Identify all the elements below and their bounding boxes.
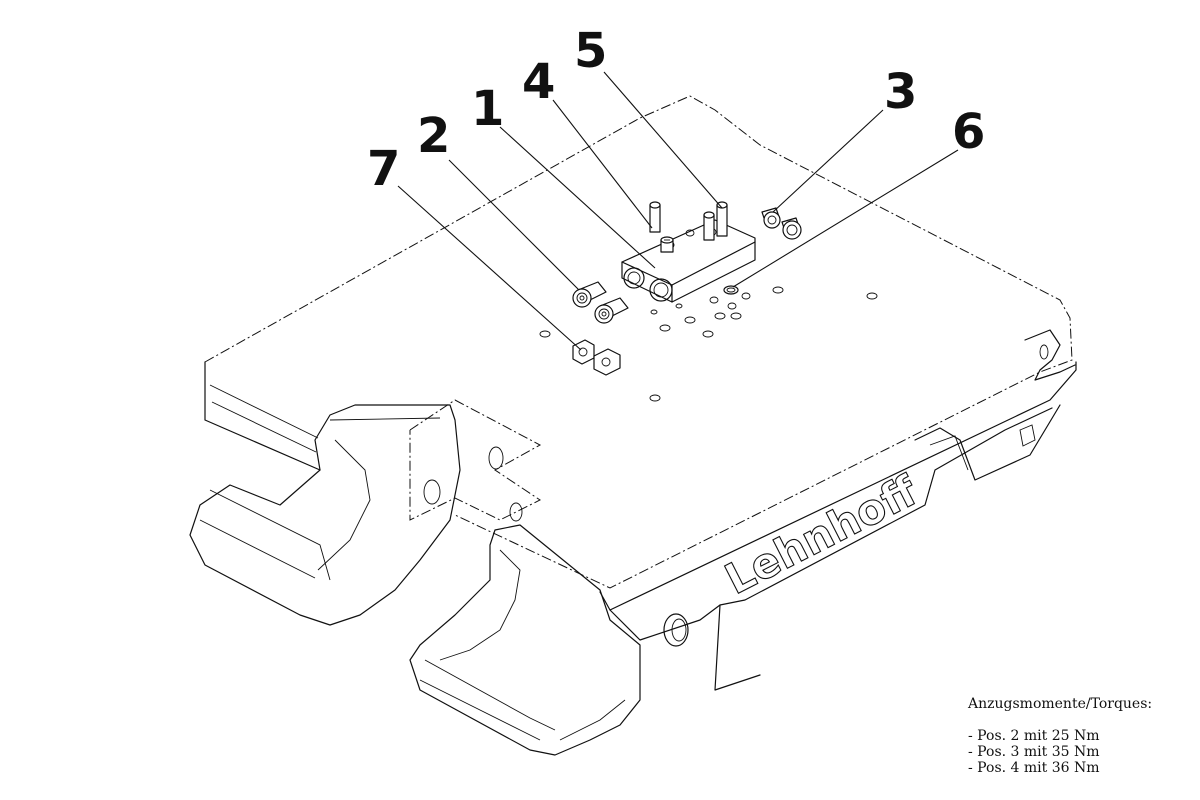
coupler-body: Lehnhoff — [189, 95, 1077, 756]
callouts: 1 2 3 4 5 6 7 — [367, 23, 985, 197]
torque-notes-title: Anzugsmomente/Torques: — [968, 696, 1153, 712]
callout-3: 3 — [884, 64, 917, 120]
side-hole — [663, 613, 689, 647]
left-hook — [189, 404, 461, 626]
nuts-pos7 — [572, 339, 621, 376]
fittings-pos2 — [572, 281, 629, 324]
torque-notes: Anzugsmomente/Torques: - Pos. 2 mit 25 N… — [968, 696, 1193, 776]
fittings-pos3 — [761, 207, 802, 240]
top-plate-outline — [204, 95, 1073, 589]
top-holes — [539, 286, 878, 402]
callout-1: 1 — [471, 81, 504, 137]
oring-pos6 — [723, 285, 739, 295]
torque-note-pos4: - Pos. 4 mit 36 Nm — [968, 760, 1100, 776]
callout-4: 4 — [522, 54, 555, 110]
brand-label: Lehnhoff — [717, 465, 925, 603]
leader-lines — [397, 71, 959, 351]
callout-7: 7 — [367, 141, 400, 197]
side-face — [599, 361, 1077, 611]
callout-6: 6 — [952, 104, 985, 160]
callout-5: 5 — [574, 23, 607, 79]
torque-note-pos2: - Pos. 2 mit 25 Nm — [968, 728, 1100, 744]
torque-note-pos3: - Pos. 3 mit 35 Nm — [968, 744, 1100, 760]
right-hook — [409, 524, 641, 756]
front-edge — [204, 361, 321, 471]
valve-block — [621, 201, 756, 303]
callout-2: 2 — [417, 108, 450, 164]
